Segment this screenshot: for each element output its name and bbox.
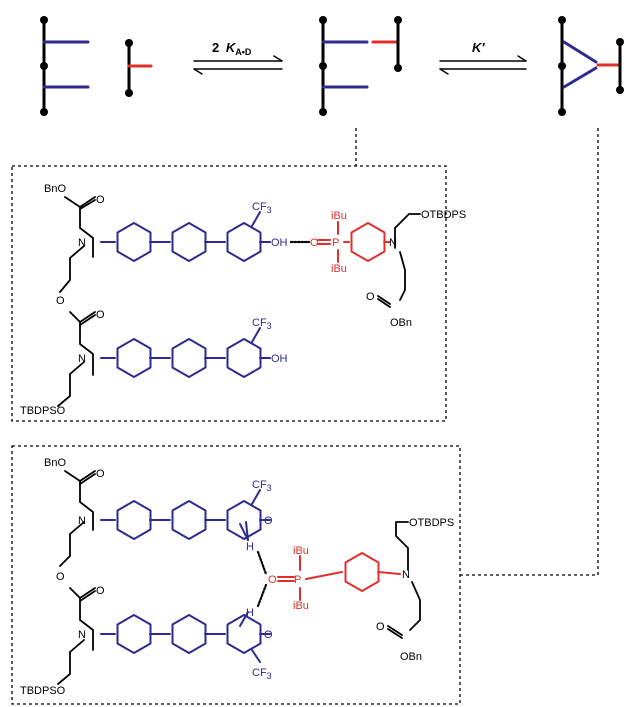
connector-lines — [355, 128, 599, 576]
label-otbdps: OTBDPS — [409, 517, 454, 529]
label-tbdpso: TBDPSO — [20, 685, 66, 697]
cartoon-scheme: 2 KA•D K′ — [40, 16, 624, 116]
label-ibu-top: iBu — [293, 545, 309, 557]
cartoon-one-to-one-complex — [319, 16, 402, 116]
structure-chelate: BnO O N O O N TBDPSO CF3 O H H O CF3 O P… — [20, 457, 454, 697]
label-carbonyl-o: O — [366, 291, 375, 303]
label-cf3: CF3 — [252, 667, 272, 681]
box-chelate-structure — [11, 445, 461, 705]
label-h-top: H — [246, 541, 254, 553]
label-ibu-bottom: iBu — [293, 600, 309, 612]
label-cf3: CF3 — [252, 201, 272, 215]
equilibrium-arrows-2 — [439, 55, 527, 75]
label-cf3: CF3 — [252, 479, 272, 493]
structure-one-to-one: BnO O N O O N TBDPSO CF3 OH CF3 OH O P i… — [20, 183, 466, 417]
label-carbonyl-o: O — [96, 585, 105, 597]
equilibrium-arrows-1 — [193, 55, 283, 75]
label-otbdps: OTBDPS — [421, 209, 466, 221]
label-carbonyl-o: O — [96, 468, 105, 480]
label-phosphorus: P — [294, 574, 301, 586]
equilibrium-label-2: K′ — [472, 40, 485, 55]
label-h-bottom: H — [246, 607, 254, 619]
label-ibu-bottom: iBu — [331, 263, 347, 275]
label-obn: OBn — [400, 651, 422, 663]
cartoon-free-acceptor — [125, 39, 153, 97]
label-bno: BnO — [44, 457, 66, 469]
label-carbonyl-o: O — [376, 621, 385, 633]
label-oh: OH — [271, 237, 288, 249]
label-n-donor: N — [78, 353, 86, 365]
cartoon-free-donor — [40, 16, 90, 116]
label-cf3: CF3 — [252, 317, 272, 331]
label-carbonyl-o: O — [96, 194, 105, 206]
label-carbonyl-o: O — [96, 309, 105, 321]
label-phosphorus: P — [332, 237, 339, 249]
label-phosphine-oxide-o: O — [268, 574, 277, 586]
label-oh: OH — [271, 353, 288, 365]
label-tbdpso: TBDPSO — [20, 405, 66, 417]
label-n-donor: N — [78, 237, 86, 249]
label-n-donor: N — [78, 629, 86, 641]
label-o-top: O — [264, 515, 273, 527]
label-n-acceptor: N — [389, 237, 397, 249]
label-ester-o: O — [56, 295, 65, 307]
label-n-acceptor: N — [402, 569, 410, 581]
label-ibu-top: iBu — [331, 210, 347, 222]
label-o-bottom: O — [264, 629, 273, 641]
label-bno: BnO — [44, 183, 66, 195]
label-n-donor: N — [78, 515, 86, 527]
label-ester-o: O — [56, 571, 65, 583]
label-phosphine-oxide-o: O — [310, 237, 319, 249]
equilibrium-label-1: 2 KA•D — [212, 40, 252, 57]
label-obn: OBn — [390, 317, 412, 329]
cartoon-chelate-complex — [558, 16, 624, 116]
box-one-to-one-structure — [11, 165, 447, 422]
